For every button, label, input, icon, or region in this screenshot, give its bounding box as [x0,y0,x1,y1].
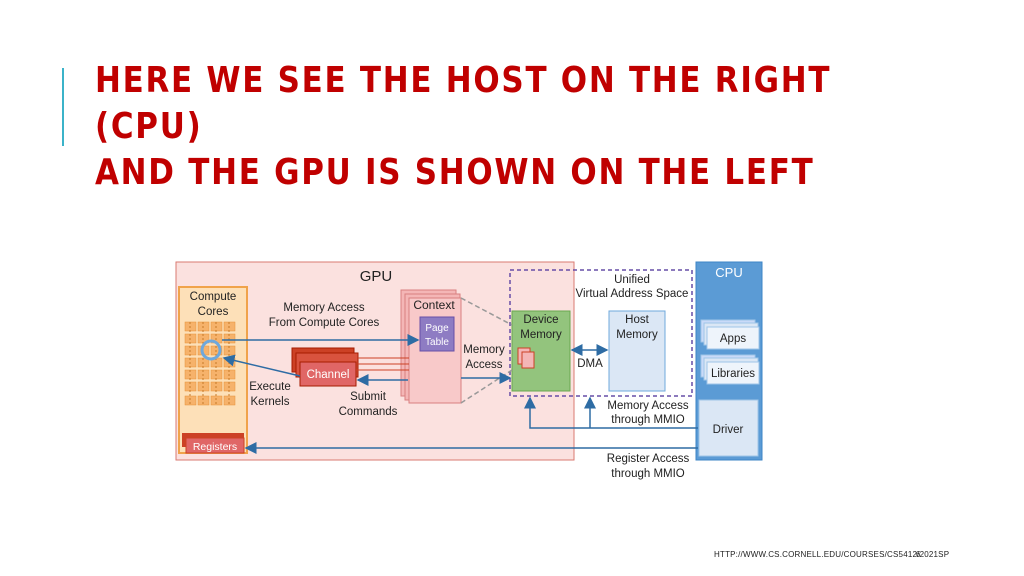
mem-access-label-2: From Compute Cores [269,317,380,329]
title-accent-bar [62,68,64,146]
page-table-box [419,316,455,352]
uva-label-1: Unified [614,274,650,286]
device-memory-page-2 [521,351,535,369]
slide-title: Here we see the host on the right (CPU) … [95,58,869,196]
cpu-label: CPU [715,265,742,280]
uva-label-2: Virtual Address Space [576,288,689,300]
footer-url[interactable]: HTTP://WWW.CS.CORNELL.EDU/COURSES/CS5412… [714,550,950,559]
page-number: 6 [916,550,921,559]
context-label: Context [413,298,455,312]
registers-box [185,437,245,454]
driver-label: Driver [713,424,744,436]
libraries-label: Libraries [711,368,755,380]
mmio-register-label-1: Register Access [607,453,690,465]
apps-box [706,326,760,350]
libraries-box [706,361,760,385]
core-cycle-icon [200,339,222,361]
device-memory-label-1: Device [523,314,558,326]
mem-access-label-1: Memory Access [283,302,364,314]
host-memory-label-2: Memory [616,329,658,341]
title-line-1: Here we see the host on the right (CPU) [95,60,832,147]
title-line-2: and the GPU is shown on the left [95,152,815,193]
device-memory-label-2: Memory [520,329,562,341]
compute-cores-label-1: Compute [190,291,237,303]
memory-access-label-2: Access [465,359,502,371]
apps-label: Apps [720,333,746,345]
host-memory-box [608,310,666,392]
page-table-label-1: Page [425,323,449,334]
page-table-label-2: Table [425,337,449,348]
memory-access-label-1: Memory [463,344,505,356]
gpu-label: GPU [360,268,393,285]
unified-vas-region [509,269,693,397]
mapping-line-top [460,297,513,326]
channel-box [299,361,357,387]
mmio-register-label-2: through MMIO [611,468,685,480]
arrow-channel-to-cores [222,354,301,377]
arrow-mmio-memory [524,396,698,429]
registers-label: Registers [193,441,237,453]
submit-commands-label-1: Submit [350,391,387,403]
execute-kernels-label-2: Kernels [251,396,290,408]
submit-commands-label-2: Commands [339,406,398,418]
host-memory-label-1: Host [625,314,649,326]
compute-cores-label-2: Cores [198,306,229,318]
mmio-memory-label-2: through MMIO [611,414,685,426]
dma-label: DMA [577,358,603,370]
execute-kernels-label-1: Execute [249,381,291,393]
mmio-memory-label-1: Memory Access [607,400,688,412]
driver-box [698,399,759,457]
channel-label: Channel [307,369,350,381]
